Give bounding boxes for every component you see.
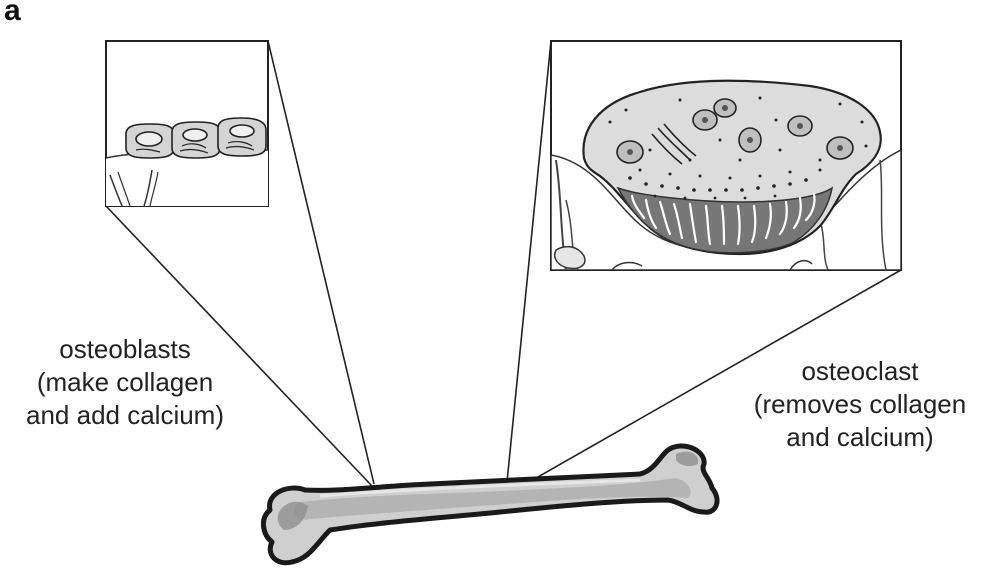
osteoclast-inset: [551, 41, 901, 270]
osteoblasts-inset: [106, 41, 268, 206]
osteoclast-label-line: (removes collagen: [725, 388, 995, 421]
osteoclast-label-line: and calcium): [725, 421, 995, 454]
osteoblast-cells-icon: [126, 118, 266, 158]
panel-label: a: [4, 0, 21, 28]
osteoblasts-label-line: osteoblasts: [0, 333, 250, 366]
femur-bone-icon: [263, 446, 717, 563]
osteoblasts-label-line: and add calcium): [0, 399, 250, 432]
osteoclast-label-line: osteoclast: [725, 355, 995, 388]
osteoblasts-label: osteoblasts (make collagen and add calci…: [0, 333, 250, 432]
osteoblasts-label-line: (make collagen: [0, 366, 250, 399]
osteoclast-label: osteoclast (removes collagen and calcium…: [725, 355, 995, 454]
